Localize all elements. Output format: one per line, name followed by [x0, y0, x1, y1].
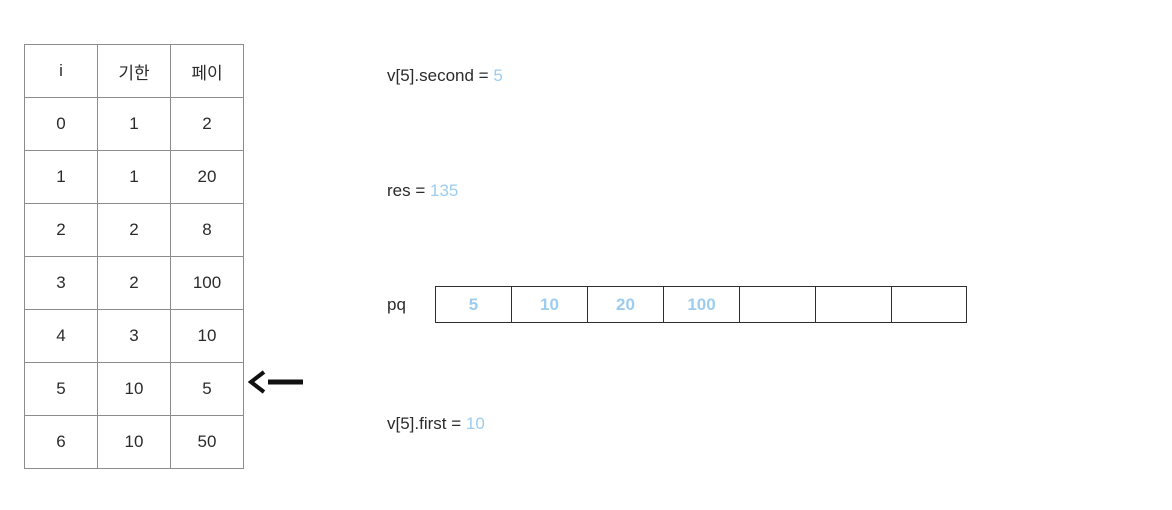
cell-pay: 20 [170, 150, 244, 204]
cell-deadline: 10 [97, 362, 171, 416]
pq-cell [739, 286, 815, 323]
pq-cell: 100 [663, 286, 739, 323]
cell-index: 5 [24, 362, 98, 416]
cell-deadline: 1 [97, 150, 171, 204]
table-header-pay: 페이 [170, 44, 244, 98]
cell-index: 0 [24, 97, 98, 151]
table-row: 1 1 20 [24, 150, 244, 204]
cell-pay: 10 [170, 309, 244, 363]
pq-cell [891, 286, 967, 323]
cell-pay: 8 [170, 203, 244, 257]
table-row: 0 1 2 [24, 97, 244, 151]
table-row: 2 2 8 [24, 203, 244, 257]
cell-index: 3 [24, 256, 98, 310]
pq-cell: 5 [435, 286, 511, 323]
annotation-res: res = 135 [387, 181, 458, 201]
annotation-res-label: res = [387, 181, 430, 200]
annotation-v5-first-label: v[5].first = [387, 414, 466, 433]
pq-cell: 10 [511, 286, 587, 323]
jobs-table: i 기한 페이 0 1 2 1 1 20 2 2 8 3 2 100 4 3 1… [24, 44, 244, 469]
cell-deadline: 3 [97, 309, 171, 363]
cell-deadline: 2 [97, 203, 171, 257]
annotation-v5-second-value: 5 [493, 66, 503, 85]
table-row: 6 10 50 [24, 415, 244, 469]
cell-pay: 5 [170, 362, 244, 416]
table-header-row: i 기한 페이 [24, 44, 244, 98]
cell-pay: 50 [170, 415, 244, 469]
pq-cell: 20 [587, 286, 663, 323]
annotation-v5-second: v[5].second = 5 [387, 66, 503, 86]
annotation-v5-first-value: 10 [465, 414, 485, 433]
cell-deadline: 10 [97, 415, 171, 469]
annotation-res-value: 135 [430, 181, 459, 200]
cell-index: 6 [24, 415, 98, 469]
table-header-index: i [24, 44, 98, 98]
cell-index: 1 [24, 150, 98, 204]
cell-deadline: 2 [97, 256, 171, 310]
pq-cell [815, 286, 891, 323]
table-row-highlighted: 5 10 5 [24, 362, 244, 416]
annotation-v5-second-label: v[5].second = [387, 66, 494, 85]
table-row: 4 3 10 [24, 309, 244, 363]
pq-label: pq [387, 295, 406, 314]
cell-index: 2 [24, 203, 98, 257]
annotation-v5-first: v[5].first = 10 [387, 414, 485, 434]
cell-pay: 100 [170, 256, 244, 310]
cell-index: 4 [24, 309, 98, 363]
cell-pay: 2 [170, 97, 244, 151]
table-row: 3 2 100 [24, 256, 244, 310]
left-arrow-icon [248, 370, 303, 394]
cell-deadline: 1 [97, 97, 171, 151]
table-header-deadline: 기한 [97, 44, 171, 98]
pq-cells: 5 10 20 100 [435, 286, 967, 323]
priority-queue-visual: pq 5 10 20 100 [387, 285, 967, 324]
